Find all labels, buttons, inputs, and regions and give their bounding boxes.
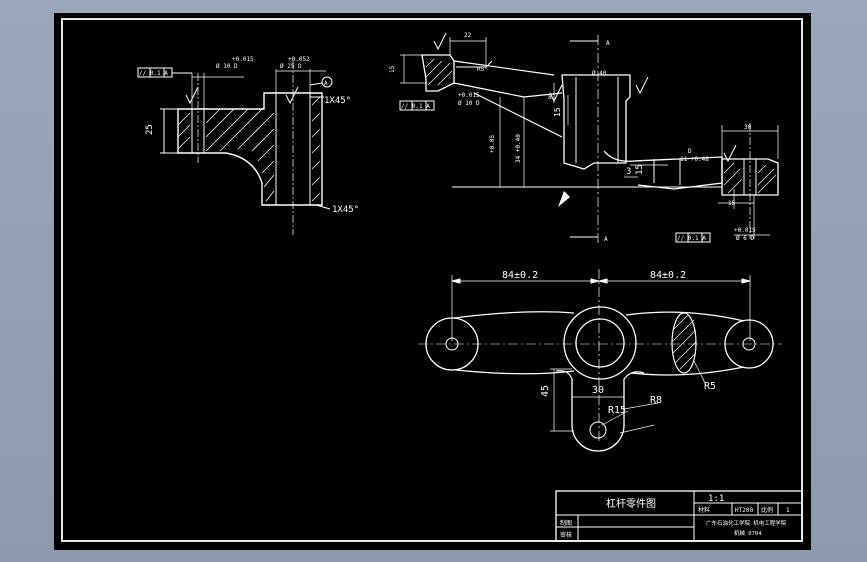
left-detail-view [137,61,333,235]
tol-mid-dia: Ø 10 D [458,100,480,107]
dim-r15: R15 [608,405,626,416]
dim-r8: R8 [650,395,662,406]
top-view [418,269,782,452]
title-block [555,490,803,542]
dim-15-arm: 15 [635,164,645,175]
dim-8: 8 [548,94,552,101]
tol-mid-upper: +0.015 [458,92,480,99]
vertical-tol-a: +0.05 [489,135,496,153]
dim-r5-top: R5 [704,381,716,392]
tol-upper-right: +0.052 [288,56,310,63]
dim-11: 11 +0.48 [680,156,709,163]
drawn-by-label: 制图 [560,519,572,527]
material-value: HT200 [735,507,753,514]
gdt-mid: // 0.1 A [401,103,430,110]
dim-30-top: 30 [592,385,604,396]
height-dim: 25 [145,124,155,135]
chamfer-top-label: 1X45° [324,96,351,106]
checked-by-label: 审核 [560,531,572,539]
tol-bottom-dia: Ø 6 D [736,235,754,242]
gdt-bottom: // 0.1 A [677,235,706,242]
drawing-title: 杠杆零件图 [606,497,656,510]
class-name: 机械 0704 [734,529,762,537]
dim-45: 45 [540,385,551,397]
bore-dia-left: Ø 10 D [216,63,238,70]
tol-upper-left: +0.015 [232,56,254,63]
drawing-sheet: +0.015 Ø 10 D +0.052 Ø 25 D // 0.1 A 25 … [54,13,811,550]
drawing-border [61,18,803,542]
bore-dia-right: Ø 25 D [280,63,302,70]
gdt-flatness: // 0.1 A [139,70,168,77]
vertical-tol-b: 34 +0.40 [515,134,522,163]
dim-30-section: 30 [744,124,752,131]
dim-15-top: 15 [389,65,396,73]
dim-22: 22 [464,32,472,39]
dim-3: 3 [626,167,631,177]
section-marker-top: A [606,40,610,47]
dim-84-left: 84±0.2 [502,270,538,281]
dim-84-right: 84±0.2 [650,270,686,281]
dim-15-bottom: 15 [728,200,736,207]
dim-phi40: Ø 40 [592,70,607,77]
datum-label: A [324,80,328,87]
section-marker-bottom: A [604,236,608,243]
scale-value: 1:1 [708,494,724,504]
quantity-value: 1 [786,507,790,514]
section-view [399,32,779,243]
dim-d: D [688,148,692,155]
chamfer-bottom-label: 1X45° [332,205,359,215]
scale-label: 比例 [761,506,773,514]
school-name: 广东石油化工学院 机电工程学院 [706,519,787,527]
dim-15-mid: 15 [553,107,562,117]
drawing-canvas: +0.015 Ø 10 D +0.052 Ø 25 D // 0.1 A 25 … [61,18,803,542]
material-label: 材料 [698,506,710,514]
dim-r5-section: R5 [477,66,485,73]
tol-bottom-upper: +0.015 [734,227,756,234]
